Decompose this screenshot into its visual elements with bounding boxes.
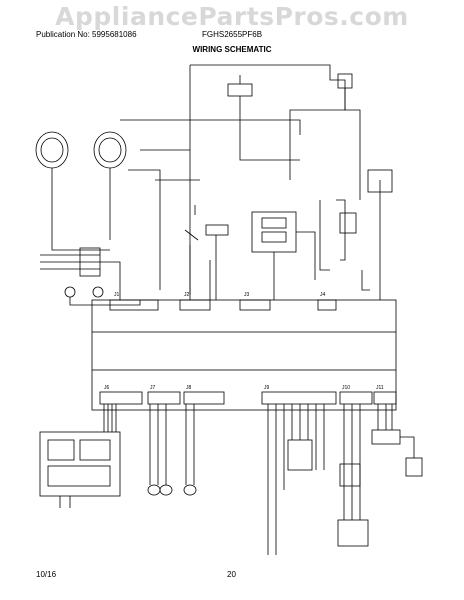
connector-j7 [147,391,181,405]
compressor-left [35,131,69,169]
damper-block [339,212,357,234]
auger-motor [367,169,393,193]
connector-j11 [373,391,397,405]
label-j2: J2 [184,292,190,298]
label-j1: J1 [114,292,120,298]
connector-j10 [339,391,373,405]
label-j4: J4 [320,292,326,298]
dc-inverter [39,431,121,497]
door-switch-block [337,519,369,547]
main-board-lower [91,369,397,411]
thermistor-2 [159,484,173,496]
footer-date: 10/16 [36,570,57,579]
ground-icon [64,286,76,298]
thermistor-1 [147,484,161,496]
connector-j8 [183,391,225,405]
publication-number: Publication No: 5995681086 [36,30,137,39]
compressor-right [93,131,127,169]
connector-j6 [99,391,143,405]
model-number: FGHS2655PF6B [202,30,263,39]
relay-block [227,83,253,97]
label-j7: J7 [150,385,156,391]
connector-j9 [261,391,337,405]
schematic-title: WIRING SCHEMATIC [192,45,272,54]
connector-j1 [109,299,159,311]
label-j6: J6 [104,385,110,391]
freezer-door-switch [405,457,423,477]
label-j3: J3 [244,292,250,298]
thermistor-3 [183,484,197,496]
ice-maker-block [287,439,313,471]
connector-j2 [179,299,211,311]
label-j8: J8 [186,385,192,391]
connector-j4 [317,299,337,311]
label-j9: J9 [264,385,270,391]
watermark: AppliancePartsPros.com [55,2,409,31]
page-number: 20 [227,570,236,579]
label-j10: J10 [342,385,350,391]
connector-j3 [239,299,271,311]
label-j11: J11 [376,385,384,391]
